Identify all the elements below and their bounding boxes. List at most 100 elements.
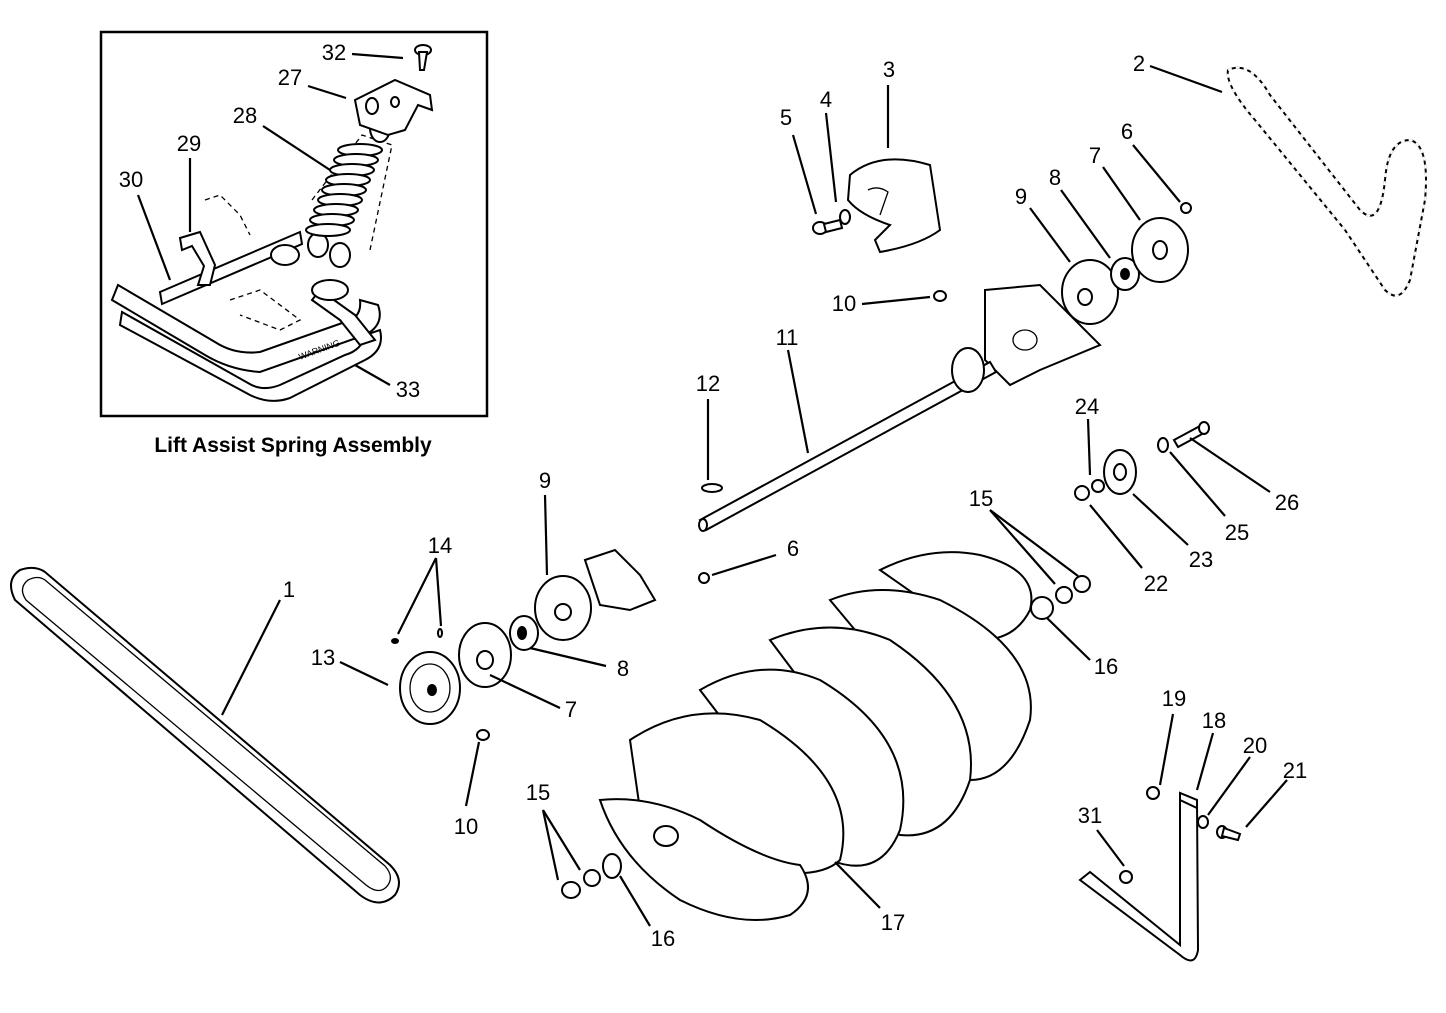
callout-18: 18	[1195, 708, 1226, 791]
handle-tube-part-33: WARNING	[110, 279, 382, 402]
nut-part-15-left	[561, 881, 581, 899]
nut-part-15-right	[1073, 575, 1091, 593]
inset-caption: Lift Assist Spring Assembly	[154, 434, 432, 457]
callout-23: 23	[1132, 493, 1213, 572]
bracket-hole	[390, 96, 400, 108]
bolt-part-21	[1216, 825, 1242, 842]
callout-8a: 8	[1049, 165, 1111, 259]
lift-assist-inset: WARNING Lift Assist Spri	[99, 30, 489, 457]
callout-labels: 1 2 3 4 5 6 6 7 7 8 8 9 9 10 10 11 12 13…	[119, 40, 1307, 951]
carriage-bolt-part-10-left	[476, 729, 490, 741]
callout-27: 27	[278, 65, 347, 100]
callout-11: 11	[776, 325, 810, 454]
callout-10a: 10	[832, 291, 931, 316]
svg-text:27: 27	[278, 65, 302, 90]
callout-28: 28	[233, 103, 331, 171]
callout-24: 24	[1075, 394, 1099, 476]
svg-text:12: 12	[696, 371, 720, 396]
callout-30: 30	[119, 167, 172, 281]
svg-text:21: 21	[1283, 758, 1307, 783]
svg-text:8: 8	[617, 656, 629, 681]
bolt-part-19	[1146, 786, 1160, 800]
svg-text:25: 25	[1225, 520, 1249, 545]
washer-part-15-right	[1055, 586, 1073, 604]
callout-16a: 16	[1046, 617, 1118, 679]
bearing-part-16-left	[602, 853, 622, 879]
callout-9a: 9	[1015, 184, 1071, 263]
bracket-slot	[365, 97, 379, 115]
svg-text:19: 19	[1162, 686, 1186, 711]
sprocket-on-shaft	[951, 347, 985, 393]
svg-text:9: 9	[1015, 184, 1027, 209]
callout-25: 25	[1169, 451, 1249, 545]
svg-text:33: 33	[396, 377, 420, 402]
callout-31: 31	[1078, 803, 1125, 867]
callout-20: 20	[1207, 733, 1267, 816]
callout-7a: 7	[1089, 143, 1141, 221]
bolt-part-5	[812, 218, 844, 235]
callout-14: 14	[397, 533, 452, 635]
svg-text:2: 2	[1133, 51, 1145, 76]
shaft-part-11	[698, 347, 998, 532]
right-side-bracket	[984, 283, 1102, 387]
auger-part-17	[598, 551, 1033, 921]
callout-2: 2	[1133, 51, 1223, 94]
set-screw-part-14	[391, 638, 399, 644]
svg-text:26: 26	[1275, 490, 1299, 515]
callout-7b: 7	[489, 674, 577, 722]
svg-text:7: 7	[565, 697, 577, 722]
svg-text:7: 7	[1089, 143, 1101, 168]
svg-text:31: 31	[1078, 803, 1102, 828]
sprocket-part-23	[1103, 449, 1137, 495]
svg-text:3: 3	[883, 57, 895, 82]
inset-frame	[99, 30, 489, 418]
callout-9b: 9	[539, 468, 551, 576]
bolt-part-26	[1172, 421, 1210, 449]
svg-text:22: 22	[1144, 571, 1168, 596]
nut-part-6-right	[1180, 202, 1192, 214]
washer-part-25	[1157, 437, 1169, 453]
flange-part-9-right	[1061, 259, 1119, 325]
spring-coil	[305, 223, 351, 237]
shield-part-3	[846, 158, 942, 254]
svg-text:18: 18	[1202, 708, 1226, 733]
belt-part-1	[10, 566, 400, 904]
scraper-bar-part-18	[1078, 791, 1200, 962]
callout-15b: 15	[526, 780, 581, 881]
svg-text:29: 29	[177, 131, 201, 156]
svg-text:23: 23	[1189, 547, 1213, 572]
nut-part-6-left	[698, 572, 710, 584]
spring-pivot	[270, 232, 351, 268]
svg-text:20: 20	[1243, 733, 1267, 758]
callout-26: 26	[1189, 437, 1299, 515]
callout-16b: 16	[619, 875, 675, 951]
callout-32: 32	[322, 40, 404, 65]
svg-text:28: 28	[233, 103, 257, 128]
svg-text:8: 8	[1049, 165, 1061, 190]
svg-text:1: 1	[283, 577, 295, 602]
callout-4: 4	[820, 87, 838, 203]
callout-33: 33	[354, 364, 420, 402]
flange-part-7-left	[458, 622, 512, 688]
svg-text:6: 6	[787, 536, 799, 561]
callout-22: 22	[1089, 504, 1168, 596]
callout-19: 19	[1158, 686, 1186, 786]
bolt-part-32	[414, 44, 432, 71]
svg-text:15: 15	[969, 486, 993, 511]
svg-text:13: 13	[311, 645, 335, 670]
callout-10b: 10	[454, 741, 481, 839]
bracket-part-30	[158, 194, 304, 331]
pulley-part-13	[399, 651, 461, 725]
svg-text:11: 11	[776, 325, 799, 350]
callout-29: 29	[177, 131, 201, 232]
washer-part-4	[839, 209, 851, 225]
callout-8b: 8	[529, 646, 629, 681]
bearing-part-8-left	[509, 615, 539, 651]
left-side-bracket	[583, 548, 657, 612]
svg-text:17: 17	[881, 910, 905, 935]
callout-5: 5	[780, 105, 818, 215]
svg-text:4: 4	[820, 87, 832, 112]
carriage-bolt-part-10-right	[933, 290, 947, 302]
svg-text:6: 6	[1121, 119, 1133, 144]
